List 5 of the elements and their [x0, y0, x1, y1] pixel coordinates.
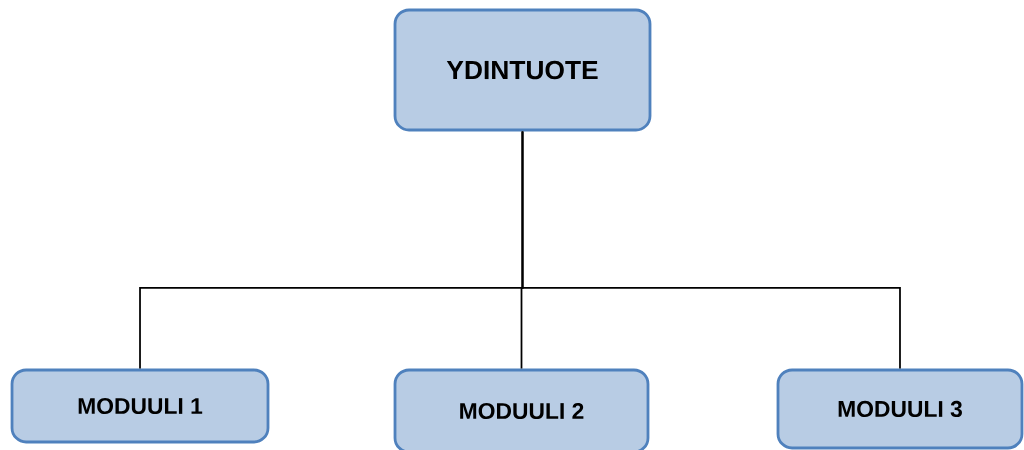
process-box: MODUULI 3	[776, 368, 1024, 450]
process-box: YDINTUOTE	[393, 8, 652, 132]
process-box: MODUULI 2	[393, 368, 650, 450]
process-box: MODUULI 1	[10, 368, 270, 444]
connector-line	[521, 130, 901, 370]
